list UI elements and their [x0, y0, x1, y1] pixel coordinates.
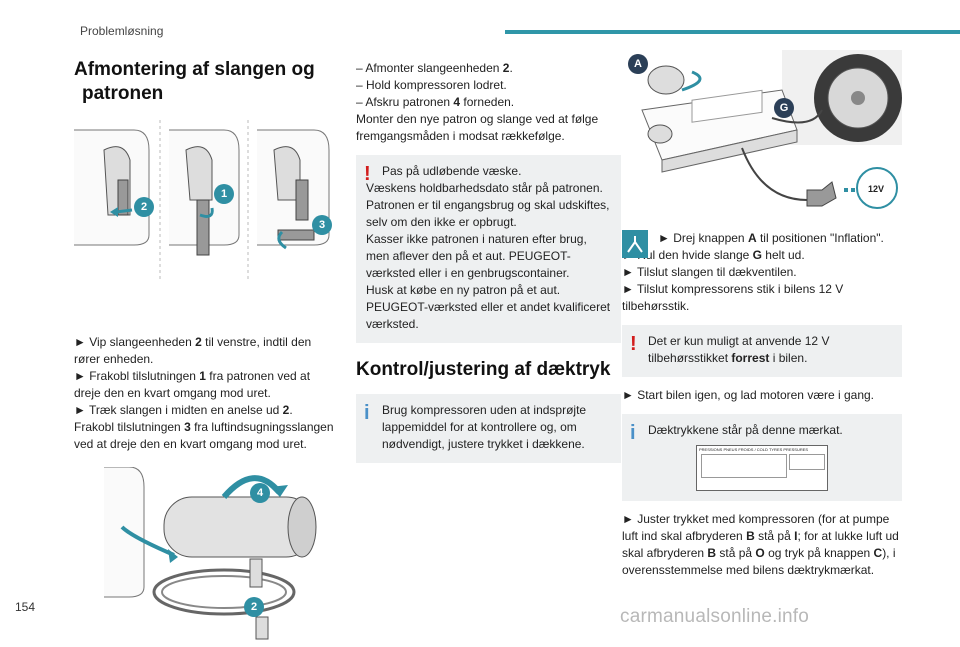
figure-cartridge-removal: 4 2	[74, 466, 336, 642]
step-A: ► Drej knappen A til positionen "Inflati…	[658, 231, 884, 245]
step-1: ► Vip slangeenheden 2 til venstre, indti…	[74, 335, 312, 366]
col2-line-4: Monter den nye patron og slange ved at f…	[356, 112, 599, 143]
sticker-header: PRESSIONS PNEUS FROIDS / COLD TYRES PRES…	[699, 447, 809, 452]
sticker-info-box	[789, 454, 825, 470]
watermark: carmanualsonline.info	[620, 606, 810, 627]
header-accent-bar	[505, 30, 960, 34]
callout-badge-4: 4	[250, 483, 270, 503]
warning-line-1: Pas på udløbende væske.	[382, 164, 522, 178]
page-number: 154	[15, 600, 36, 614]
running-header: Problemløsning	[80, 24, 164, 38]
warning-box-12v: ! Det er kun muligt at anvende 12 V tilb…	[622, 325, 902, 377]
figure-hose-disconnect: 2 1 3	[74, 120, 336, 280]
title-line-1: Afmontering af slangen og	[74, 59, 315, 80]
warning-icon: !	[364, 163, 371, 185]
title-line-2: patronen	[82, 83, 164, 104]
step-start-engine: ► Start bilen igen, og lad motoren være …	[622, 388, 875, 402]
step-3: ► Træk slangen i midten en anelse ud 2.	[74, 403, 293, 417]
step-2: ► Frakobl tilslutningen 1 fra patronen v…	[74, 369, 311, 400]
info-icon-2: i	[630, 422, 636, 444]
info-box-compressor: i Brug kompressoren uden at indsprøjte l…	[356, 394, 621, 463]
step-12v: ► Tilslut kompressorens stik i bilens 12…	[622, 282, 844, 313]
col2-line-3: – Afskru patronen 4 forneden.	[356, 95, 515, 109]
column-2: – Afmonter slangeenheden 2. – Hold kompr…	[356, 60, 621, 463]
socket-12v-label: 12V	[868, 184, 885, 194]
tyre-pressure-sticker: PRESSIONS PNEUS FROIDS / COLD TYRES PRES…	[696, 445, 828, 491]
step-4: Frakobl tilslutningen 3 fra luftindsugni…	[74, 420, 334, 451]
warning-12v-text: Det er kun muligt at anvende 12 V tilbeh…	[648, 334, 830, 365]
engine-running-step-icon	[622, 230, 648, 258]
info-text: Brug kompressoren uden at indsprøjte lap…	[382, 403, 587, 451]
warning-line-4: Kasser ikke patronen i naturen efter bru…	[366, 232, 587, 280]
warning-line-2: Væskens holdbarhedsdato står på patronen…	[366, 181, 603, 195]
callout-badge-2: 2	[134, 197, 154, 217]
column-1: Afmontering af slangen og patronen 2 1	[74, 58, 336, 642]
hose-disconnect-illustration	[74, 120, 330, 280]
warning-line-5: Husk at købe en ny patron på et aut. PEU…	[366, 283, 611, 331]
warning-box-cartridge: ! Pas på udløbende væske. Væskens holdba…	[356, 155, 621, 343]
compressor-connection-illustration	[641, 50, 902, 209]
figure-compressor-connection: A G 12V	[622, 50, 902, 220]
section-title-pressure: Kontrol/justering af dæktryk	[356, 359, 611, 380]
cartridge-removal-illustration	[104, 466, 317, 640]
col2-line-1: – Afmonter slangeenheden 2.	[356, 61, 513, 75]
step-valve: ► Tilslut slangen til dækventilen.	[622, 265, 797, 279]
info-icon: i	[364, 402, 370, 424]
callout-badge-A: A	[628, 54, 648, 74]
removal-steps: ► Vip slangeenheden 2 til venstre, indti…	[74, 334, 336, 453]
final-adjust-step: ► Juster trykket med kompressoren (for a…	[622, 512, 899, 577]
connection-steps: ► Drej knappen A til positionen "Inflati…	[622, 230, 902, 315]
step-G: ► Rul den hvide slange G helt ud.	[622, 248, 805, 262]
callout-badge-2b: 2	[244, 597, 264, 617]
warning-icon-2: !	[630, 333, 637, 355]
callout-badge-3: 3	[312, 215, 332, 235]
callout-badge-G: G	[774, 98, 794, 118]
column-3: A G 12V ► Drej knappen A til positionen …	[622, 50, 902, 579]
info-box-label: i Dæktrykkene står på denne mærkat. PRES…	[622, 414, 902, 501]
col2-line-2: – Hold kompressoren lodret.	[356, 78, 507, 92]
warning-line-3: Patronen er til engangsbrug og skal udsk…	[366, 198, 610, 229]
callout-badge-1: 1	[214, 184, 234, 204]
info-label-text: Dæktrykkene står på denne mærkat.	[648, 423, 843, 437]
section-title-removal: Afmontering af slangen og patronen	[74, 58, 336, 106]
sticker-table	[701, 454, 787, 478]
